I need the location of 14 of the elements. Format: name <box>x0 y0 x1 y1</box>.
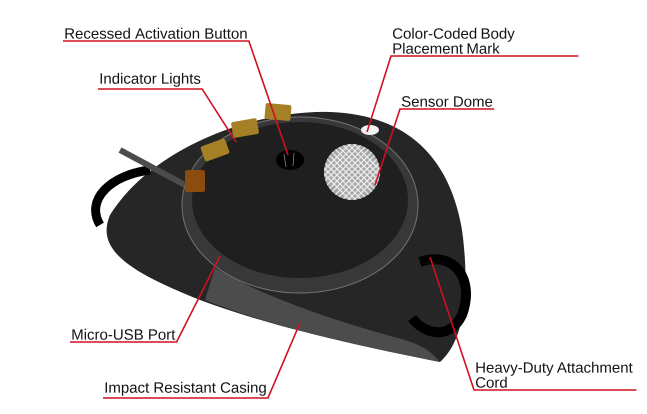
leader-line <box>103 322 301 399</box>
callout-label: Recessed Activation Button <box>65 28 247 39</box>
leader-line <box>429 256 636 391</box>
leader-line <box>374 108 494 186</box>
callout-label: Micro-USB Port <box>72 328 176 340</box>
leader-line <box>366 55 578 132</box>
callout-label: Heavy-Duty Attachment Cord <box>476 362 633 388</box>
leader-line <box>98 88 237 142</box>
callout-label: Sensor Dome <box>402 96 492 107</box>
callout-label: Impact Resistant Casing <box>106 382 266 396</box>
callout-label: Indicator Lights <box>100 72 200 87</box>
callout-label: Color-Coded Body Placement Mark <box>392 28 515 54</box>
leader-line <box>70 256 221 343</box>
leader-line <box>63 40 289 156</box>
